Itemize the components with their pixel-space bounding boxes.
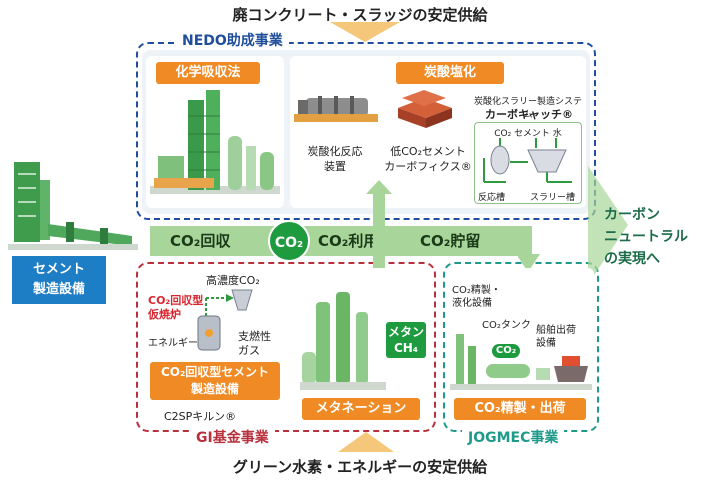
absorption-plant-icon xyxy=(150,90,280,194)
high-conc-co2-label: 高濃度CO₂ xyxy=(206,274,260,287)
ship-facility-line2: 設備 xyxy=(536,338,556,349)
cement-facility-line2: 製造設備 xyxy=(32,282,85,297)
low-co2-cement-line2: カーボフィクス® xyxy=(384,160,472,173)
methane-line1: メタン xyxy=(387,325,424,339)
slurry-system-line2: カーボキャッチ® xyxy=(485,108,573,121)
carbon-neutral-line1: カーボン xyxy=(604,207,660,223)
cement-bricks-icon xyxy=(398,90,452,128)
region-gi-label: GI基金事業 xyxy=(190,427,275,447)
co2-tank-badge: CO₂ xyxy=(495,345,517,356)
tank-reaction-label: 反応槽 xyxy=(478,193,506,203)
refine-line2: 液化設備 xyxy=(452,298,492,309)
carbon-neutral-line2: ニュートラル xyxy=(604,229,688,245)
calciner-line2: 仮焼炉 xyxy=(148,308,181,321)
kiln-title: CO₂回収型セメント 製造設備 xyxy=(150,362,280,400)
calciner-label: CO₂回収型 仮焼炉 xyxy=(148,294,203,322)
cement-facility-line1: セメント xyxy=(33,262,85,277)
bottom-supply-text: グリーン水素・エネルギーの安定供給 xyxy=(232,458,488,476)
carbonation-title: 炭酸塩化 xyxy=(396,62,504,84)
calciner-icon xyxy=(197,289,253,351)
region-jogmec-label: JOGMEC事業 xyxy=(462,427,565,447)
slurry-system-line1: 炭酸化スラリー製造システム xyxy=(473,97,582,120)
reactor-label-line2: 装置 xyxy=(324,160,346,173)
kiln-title-line2: 製造設備 xyxy=(190,382,239,396)
methane-line2: CH₄ xyxy=(393,341,419,355)
jogmec-title: CO₂精製・出荷 xyxy=(454,398,586,420)
co2-tank-label: CO₂タンク xyxy=(482,320,531,331)
fuel-gas-line2: ガス xyxy=(238,344,260,357)
carbon-neutral-text: カーボン ニュートラル の実現へ xyxy=(604,204,688,270)
low-co2-cement-line1: 低CO₂セメント xyxy=(390,145,466,158)
energy-label: エネルギー xyxy=(148,338,198,349)
fuel-gas-line1: 支燃性 xyxy=(238,330,271,343)
fuel-gas-label: 支燃性 ガス xyxy=(238,330,271,358)
slurry-inputs: CO₂ セメント 水 xyxy=(494,129,562,139)
co2-utilize-label: CO₂利用 xyxy=(318,232,379,250)
carbon-neutral-arrow xyxy=(588,166,628,284)
co2-hub: CO₂ xyxy=(268,220,310,262)
co2-storage-label: CO₂貯留 xyxy=(420,232,481,250)
refine-label: CO₂精製・ 液化設備 xyxy=(452,284,501,310)
top-supply-arrow xyxy=(330,22,400,42)
calciner-line1: CO₂回収型 xyxy=(148,294,204,307)
methanation-title: メタネーション xyxy=(302,398,420,420)
ship-facility-line1: 船舶出荷 xyxy=(536,325,576,336)
tank-slurry-label: スラリー槽 xyxy=(530,193,576,203)
bottom-supply-arrow xyxy=(338,432,394,452)
co2-capture-label: CO₂回収 xyxy=(170,232,231,250)
region-nedo-label: NEDO助成事業 xyxy=(176,30,289,50)
carbon-neutral-line3: の実現へ xyxy=(604,251,660,267)
jogmec-facility-icon xyxy=(450,334,592,390)
region-nedo xyxy=(136,42,596,220)
slurry-tanks-icon xyxy=(483,138,572,183)
carbonation-reactor-icon xyxy=(294,96,378,122)
co2-flow-band xyxy=(150,226,520,256)
kiln-title-line1: CO₂回収型セメント xyxy=(160,365,270,379)
ship-facility-label: 船舶出荷 設備 xyxy=(536,324,576,350)
region-gi xyxy=(136,262,436,432)
cement-plant-icon xyxy=(8,162,138,250)
top-supply-text: 廃コンクリート・スラッジの安定供給 xyxy=(232,6,488,24)
cement-facility-label: セメント 製造設備 xyxy=(12,256,106,304)
reactor-label-line1: 炭酸化反応 xyxy=(307,145,363,158)
chemical-absorption-title: 化学吸収法 xyxy=(156,62,260,84)
low-co2-cement-label: 低CO₂セメント カーボフィクス® xyxy=(384,144,472,174)
refine-line1: CO₂精製・ xyxy=(452,285,501,296)
storage-down-arrow xyxy=(518,226,540,272)
methanation-plant-icon xyxy=(300,292,386,390)
kiln-name: C2SPキルン® xyxy=(164,410,237,423)
methane-badge: メタン CH₄ xyxy=(386,322,426,358)
reactor-label: 炭酸化反応 装置 xyxy=(300,144,370,174)
